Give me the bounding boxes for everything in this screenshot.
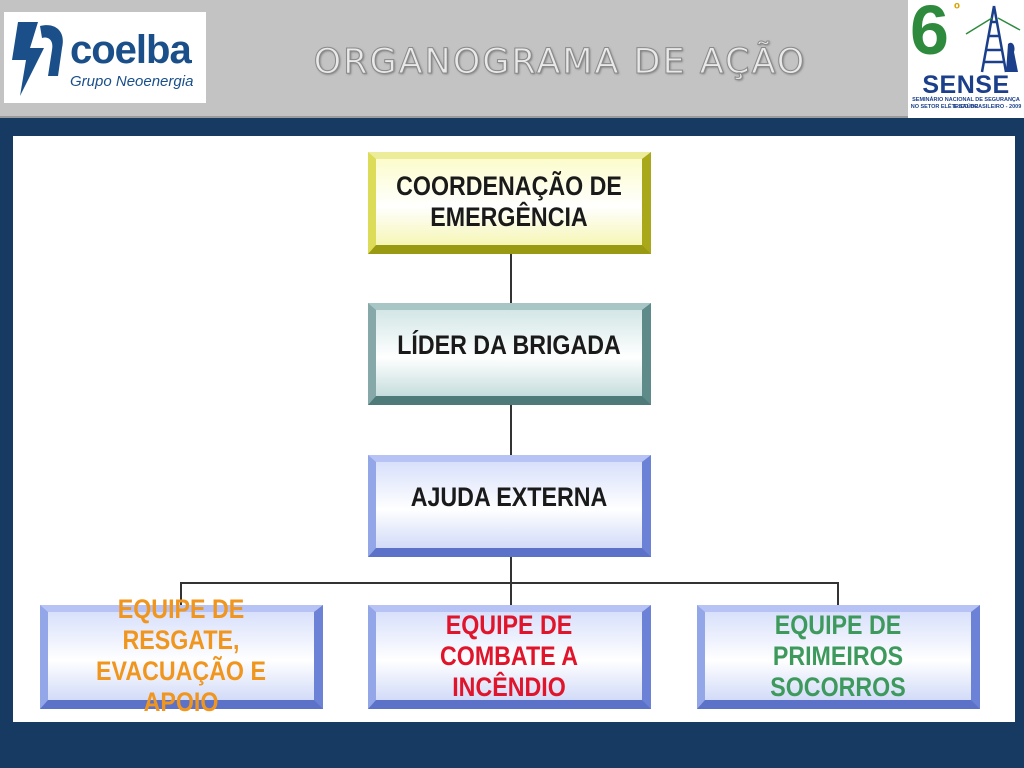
team-firefighting-box: EQUIPE DE COMBATE A INCÊNDIO: [368, 605, 651, 709]
connector-team-center: [510, 582, 512, 606]
header-bar: coelba Grupo Neoenergia ORGANOGRAMA DE A…: [0, 0, 1024, 118]
power-tower-icon: [965, 5, 1021, 73]
connector-coord-leader: [510, 253, 512, 303]
coelba-logo: coelba Grupo Neoenergia: [4, 12, 206, 103]
team-firefighting-line2: INCÊNDIO: [452, 671, 566, 702]
connector-team-left: [180, 582, 182, 606]
connector-leader-external: [510, 404, 512, 455]
coelba-subtitle: Grupo Neoenergia: [70, 73, 194, 90]
team-first-aid-line1: EQUIPE DE PRIMEIROS: [772, 609, 904, 671]
coelba-name: coelba: [70, 28, 192, 72]
lightning-bolt-icon: [12, 22, 63, 96]
leader-box: LÍDER DA BRIGADA: [368, 303, 651, 405]
team-first-aid-box: EQUIPE DE PRIMEIROS SOCORROS: [697, 605, 980, 709]
sense-caption-line1: SEMINÁRIO NACIONAL DE SEGURANÇA E SAÚDE: [912, 97, 1020, 110]
sense-logo: 6 º SENSE SEMINÁRIO NACIONAL DE SEGURANÇ…: [908, 0, 1024, 118]
team-rescue-box: EQUIPE DE RESGATE, EVACUAÇÃO E APOIO: [40, 594, 323, 717]
sense-ordinal: º: [954, 1, 960, 18]
team-rescue-line2: EVACUAÇÃO E APOIO: [96, 656, 266, 717]
connector-team-right: [837, 582, 839, 606]
team-firefighting-line1: EQUIPE DE COMBATE A: [439, 609, 579, 671]
orgchart-canvas: COORDENAÇÃO DE EMERGÊNCIA LÍDER DA BRIGA…: [13, 136, 1015, 722]
sense-caption-line2: NO SETOR ELÉTRICO BRASILEIRO - 2009: [910, 104, 1022, 110]
coordination-line2: EMERGÊNCIA: [430, 202, 588, 232]
connector-horizontal: [180, 582, 839, 584]
coordination-box: COORDENAÇÃO DE EMERGÊNCIA: [368, 152, 651, 254]
leader-label: LÍDER DA BRIGADA: [397, 329, 621, 360]
team-first-aid-line2: SOCORROS: [770, 671, 906, 702]
external-help-label: AJUDA EXTERNA: [410, 481, 608, 512]
sense-number: 6: [910, 0, 949, 69]
external-help-box: AJUDA EXTERNA: [368, 455, 651, 557]
sense-name: SENSE: [922, 71, 1010, 99]
connector-external-branch: [510, 556, 512, 584]
coordination-line1: COORDENAÇÃO DE: [396, 171, 622, 201]
page-title: ORGANOGRAMA DE AÇÃO: [313, 42, 807, 83]
team-rescue-line1: EQUIPE DE RESGATE,: [117, 594, 245, 655]
